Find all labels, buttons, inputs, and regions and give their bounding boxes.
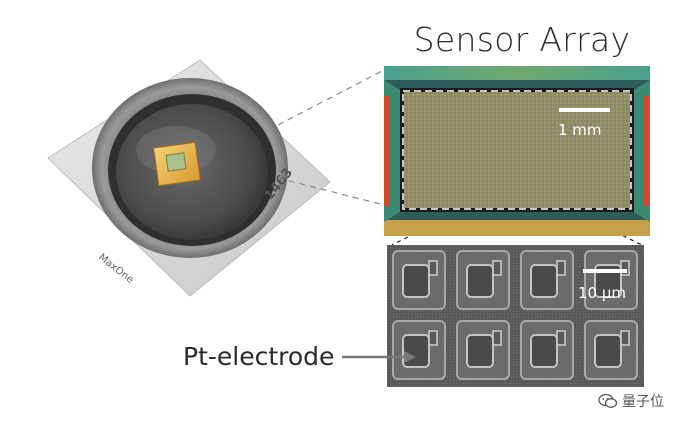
electrode-tab [620,330,630,346]
electrode-tab [556,260,566,276]
electrode-pad [530,334,558,368]
sensor-array-micrograph [384,66,650,236]
electrode-tab [492,260,502,276]
electrode-tab [428,260,438,276]
electrode-tab [492,330,502,346]
watermark: 量子位 [598,391,664,411]
electrode-pad [530,264,558,298]
electrode-sem-image [387,245,644,387]
chip-photo [47,59,331,297]
watermark-text: 量子位 [622,394,664,410]
pt-electrode-arrow [342,351,416,363]
figure-title: Sensor Array [413,20,631,59]
electrode-tab [428,330,438,346]
wechat-style-logo-icon [598,393,618,408]
electrode-pad [466,334,494,368]
electrode-tab [556,330,566,346]
electrode-tab [620,260,630,276]
electrode-pad [594,334,622,368]
scale-bar-10um-label: 10 µm [578,284,627,302]
electrode-pad [402,264,430,298]
scale-bar-1mm-label: 1 mm [558,121,602,139]
pt-electrode-label: Pt-electrode [183,342,335,371]
electrode-pad [466,264,494,298]
